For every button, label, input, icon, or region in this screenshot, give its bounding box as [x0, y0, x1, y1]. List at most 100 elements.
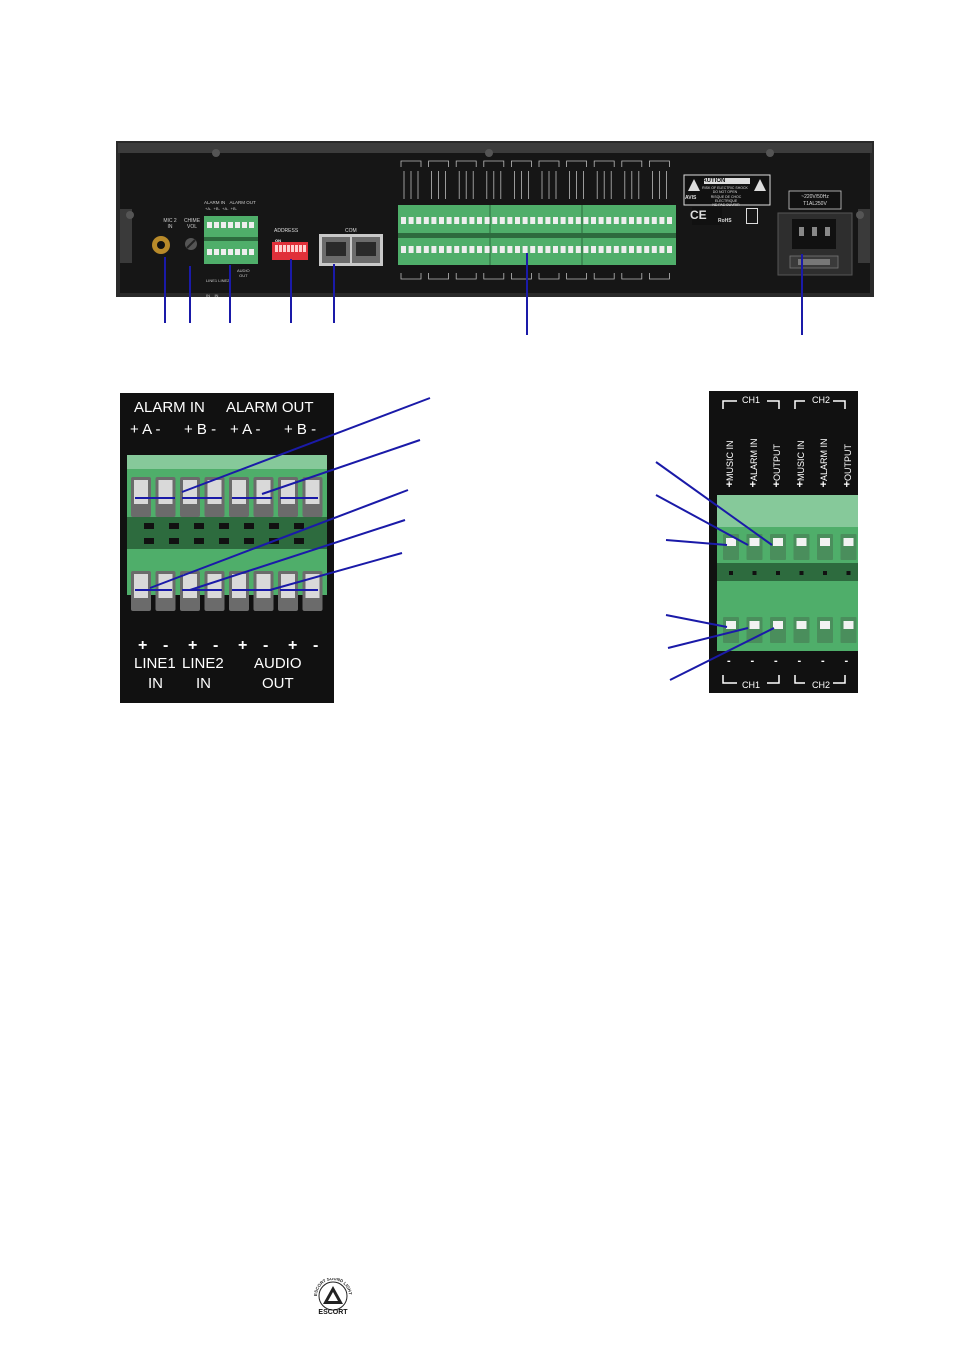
terminal-slot [294, 538, 304, 544]
alarm-out-heading: ALARM OUT [226, 399, 314, 416]
power-rating-line1: ~220V/50Hz [801, 194, 829, 200]
channel-bracket-top [566, 160, 588, 167]
terminal-clamp [796, 621, 807, 629]
terminal-clamp [749, 621, 760, 629]
chime-vol-label: CHIME VOL [181, 218, 203, 230]
terminal-clamp [820, 538, 830, 546]
zone-terminal-bottom [446, 246, 452, 253]
terminal-clamp [796, 538, 807, 546]
terminal-slot [823, 571, 827, 575]
right-top-sign: + [749, 479, 756, 491]
zone-terminal-top [621, 217, 627, 224]
zone-terminal-top [439, 217, 444, 224]
terminal-slot [776, 571, 780, 575]
right-bottom-sign: - [774, 655, 778, 667]
left-pin-sign: + [188, 637, 198, 654]
terminal-clamp [232, 574, 246, 598]
left-pin-sign: - [213, 637, 219, 654]
zone-terminal-top [522, 217, 528, 224]
address-label: ADDRESS [274, 228, 299, 234]
channel-bracket-top [455, 160, 477, 167]
zone-terminal-bottom [439, 246, 444, 253]
zone-terminal-top [515, 217, 520, 224]
zone-terminal-bottom [530, 246, 536, 253]
terminal-clamp [256, 574, 271, 598]
logo-ring-text: ESCORT SOUND LIGHT DESIGN [300, 1274, 353, 1296]
zone-terminal-top [598, 217, 604, 224]
ce-mark: CE [690, 208, 707, 222]
audio-small: AUDIO [237, 268, 250, 273]
zone-terminal-top [636, 217, 642, 224]
mic-in-label: MIC 2 IN [161, 218, 179, 230]
chime-label-line2: VOL [186, 224, 197, 230]
terminal-clamp [749, 538, 760, 546]
zone-terminal-top [499, 217, 505, 224]
zone-terminal-top [431, 217, 437, 224]
terminal-slot [169, 538, 179, 544]
zone-terminal-bottom [636, 246, 642, 253]
right-bottom-sign: - [750, 655, 755, 667]
terminal-slot [219, 523, 229, 529]
out-small: OUT [239, 273, 248, 278]
channel-bracket-bottom [400, 273, 422, 280]
zone-terminal-bottom [598, 246, 604, 253]
left-pin-sign: + [238, 637, 248, 654]
right-top-sign: + [773, 479, 780, 491]
rohs-mark: RoHS [718, 218, 732, 224]
logo-brand: ESCORT [318, 1309, 348, 1316]
zone-terminal-bottom [629, 246, 634, 253]
line-small: LINE1 LINE2 [206, 278, 230, 283]
pins-b-in: + B - [184, 421, 217, 438]
channel-bracket-top [400, 160, 422, 167]
power-rating-line2: T1AL250V [803, 201, 827, 207]
zone-terminal-bottom [469, 246, 475, 253]
ch2-top-label: CH2 [812, 395, 831, 405]
zone-terminal-bottom [401, 246, 406, 253]
zone-terminal-top [484, 217, 490, 224]
avis-line1: RISQUE DE CHOC ELECTRIQUE [710, 195, 742, 203]
zone-terminal-bottom [477, 246, 482, 253]
terminal-slot [799, 571, 804, 575]
caution-line2: DO NOT OPEN [712, 190, 738, 194]
alarm-in-heading: ALARM IN [134, 399, 205, 416]
zone-terminal-top [629, 217, 634, 224]
callout-audio-out [269, 552, 403, 591]
zone-terminal-bottom [667, 246, 672, 253]
zone-terminal-bottom [423, 246, 429, 253]
mic-label-line1: MIC 2 [163, 218, 177, 224]
zone-terminal-bottom [545, 246, 551, 253]
line1-label: LINE1 [134, 655, 176, 672]
channel-bracket-bottom [593, 273, 615, 280]
terminal-slot [244, 538, 254, 544]
zone-terminal-top [568, 217, 574, 224]
terminal-slot [169, 523, 179, 529]
terminal-slot [244, 523, 254, 529]
right-bottom-sign: - [844, 655, 849, 667]
terminal-clamp [773, 621, 783, 629]
zone-terminal-top [553, 217, 558, 224]
zone-terminal-top [667, 217, 672, 224]
zone-terminal-top [461, 217, 467, 224]
zone-terminal-bottom [651, 246, 657, 253]
callout-ch1-output-minus [669, 627, 775, 681]
zone-terminal-bottom [522, 246, 528, 253]
zone-terminal-top [469, 217, 475, 224]
terminal-slot [144, 523, 154, 529]
channel-bracket-top [428, 160, 450, 167]
zone-terminal-bottom [644, 246, 650, 253]
terminal-slot [144, 538, 154, 544]
right-top-sign: + [820, 479, 827, 491]
left-pin-sign: - [313, 637, 319, 654]
in-small: IN IN [206, 293, 219, 298]
channel-bracket-top [621, 160, 643, 167]
zone-terminal-bottom [560, 246, 566, 253]
right-bottom-sign: - [727, 655, 731, 667]
line2-in-label: IN [196, 675, 211, 692]
pins-a-in: + A - [130, 421, 161, 438]
zone-terminal-bottom [431, 246, 437, 253]
terminal-clamp [843, 538, 854, 546]
caution-title: CAUTION [698, 178, 726, 184]
